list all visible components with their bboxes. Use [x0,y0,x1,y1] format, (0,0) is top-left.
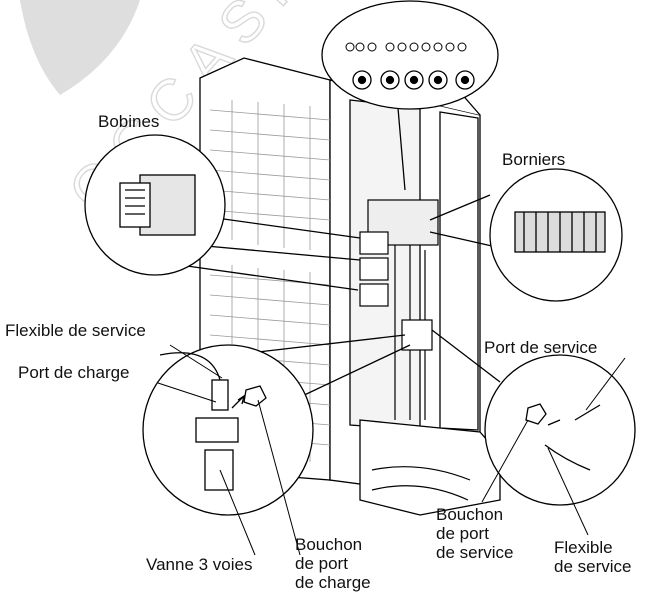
label-port-de-service: Port de service [484,338,598,357]
label-bouchon-de-port-de-charge: Bouchon de port de charge [295,535,371,592]
label-bobines: Bobines [98,112,160,131]
bobines-callout [84,134,361,291]
leader-lines [157,344,626,556]
label-borniers: Borniers [502,150,566,169]
label-bouchon-de-port-de-service: Bouchon de port de service [436,505,514,562]
borniers-callout [429,168,623,302]
label-port-de-charge: Port de charge [18,363,130,382]
terminal-callout [321,0,499,191]
service-port-callout [431,329,636,506]
internal-components [359,199,471,501]
charge-port-callout [142,334,411,516]
label-vanne-3-voies: Vanne 3 voies [146,555,253,574]
label-flexible-de-service-left: Flexible de service [5,321,146,340]
label-flexible-de-service-right: Flexible de service [554,538,632,576]
